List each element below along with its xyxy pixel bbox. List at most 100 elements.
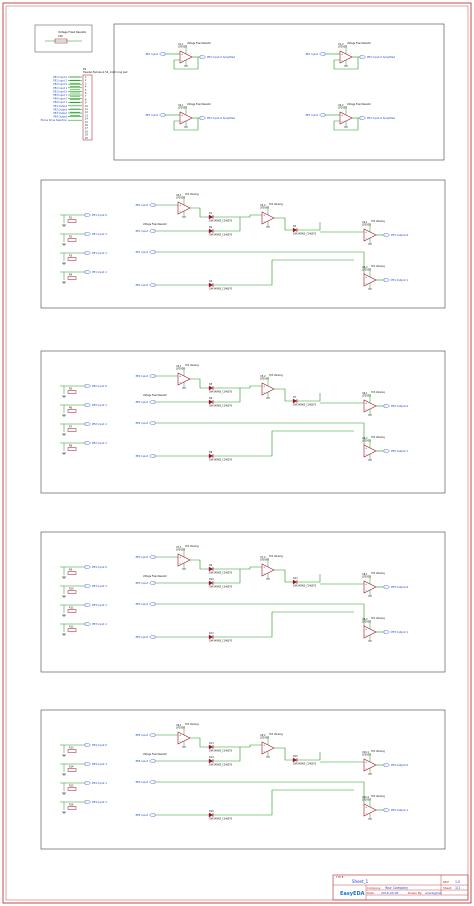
stage1-input-label-flag bbox=[149, 203, 156, 207]
diode-ref: D6 bbox=[209, 397, 213, 400]
opamp-supply-label: 3V3 Vanalog bbox=[371, 572, 385, 575]
date-value: 2016-03-06 bbox=[381, 891, 399, 895]
diode-ref: D14 bbox=[209, 756, 214, 759]
opamp-minus: − bbox=[365, 767, 367, 770]
header-pin-number: 9 bbox=[85, 102, 87, 105]
input-resistor bbox=[67, 238, 77, 242]
diode-symbol bbox=[208, 453, 214, 459]
section-output-0: PE2 Output 0 bbox=[391, 404, 409, 408]
opamp-supply-label: 3V3 Vanalog bbox=[269, 203, 283, 206]
opamp-minus: − bbox=[341, 59, 343, 62]
opamp-ref: U5.2 bbox=[260, 375, 266, 378]
stage1-input-label: PE1 Input bbox=[136, 203, 148, 207]
opamp-minus: − bbox=[263, 220, 265, 223]
lower-input-a-label-flag bbox=[149, 602, 156, 606]
stage1-input-label-flag bbox=[149, 733, 156, 737]
diode2-input-label-flag bbox=[149, 581, 156, 585]
lower-input-b-label: PE4 Input bbox=[136, 813, 148, 817]
easyeda-logo: EasyEDA bbox=[340, 891, 365, 897]
stage1-input-label: PE3 Input bbox=[136, 555, 148, 559]
section-output-1: PE4 Output 1 bbox=[391, 808, 409, 812]
opamp-plus: + bbox=[181, 52, 183, 56]
section-input-label-flag bbox=[84, 251, 91, 255]
opamp-supply-label: Voltage Fixed Resistor bbox=[187, 103, 211, 106]
diode2-input-label: PE3 Input bbox=[136, 581, 148, 585]
header-pin-number: 17 bbox=[85, 127, 88, 130]
header-pin-number: 5 bbox=[85, 89, 87, 92]
opamp-supply-label: 3V3 Vanalog bbox=[185, 193, 199, 196]
diode-symbol bbox=[208, 580, 214, 586]
stage2-diode-out bbox=[297, 752, 321, 761]
diode-ref: D4 bbox=[209, 280, 213, 283]
amp-feedback-wire bbox=[333, 57, 359, 70]
diode-symbol bbox=[208, 399, 214, 405]
diode-part: 1N4148WS_C146873 bbox=[209, 459, 233, 462]
opamp-ref: U3.1 bbox=[176, 194, 182, 197]
opamp-minus: − bbox=[365, 237, 367, 240]
diode-symbol bbox=[292, 398, 298, 404]
section-input-label-flag bbox=[84, 584, 91, 588]
opamp-plus: + bbox=[365, 401, 367, 405]
fixed-resistor-label: Voltage Fixed Resistor bbox=[143, 223, 167, 226]
section-frame-2 bbox=[40, 350, 446, 494]
opamp-minus: − bbox=[365, 634, 367, 637]
header-net-label: PE3 Output bbox=[53, 112, 67, 115]
opamp-ref: U8.1 bbox=[362, 573, 368, 576]
amp-output-label-flag bbox=[359, 55, 366, 59]
input-resistor bbox=[67, 276, 77, 280]
opamp-ref: U10.1 bbox=[362, 751, 370, 754]
opamp-plus: + bbox=[341, 113, 343, 117]
section-output-1: PE3 Output 1 bbox=[391, 630, 409, 634]
diode2-input-label: PE2 Input bbox=[136, 400, 148, 404]
opamp-part: LP2950 bbox=[260, 207, 269, 210]
input-resistor bbox=[67, 749, 77, 753]
amp-block-frame bbox=[113, 23, 445, 161]
company-value: Your Company bbox=[385, 886, 408, 890]
lower-input-a-label-flag bbox=[149, 780, 156, 784]
opamp-minus: − bbox=[179, 381, 181, 384]
opamp-plus: + bbox=[179, 733, 181, 737]
diode-ref: D8 bbox=[209, 451, 213, 454]
opamp-minus: − bbox=[365, 453, 367, 456]
header-net-label: PE2 Input 0 bbox=[53, 83, 67, 86]
amp-output-label: PE1 Input 0 Amplified bbox=[207, 116, 235, 120]
opamp-supply-label: Voltage Fixed Resistor bbox=[347, 103, 371, 106]
stage2-in-wire bbox=[240, 385, 262, 389]
stage2-in-wire bbox=[240, 744, 262, 748]
opamp-plus: + bbox=[179, 374, 181, 378]
section-frame-3 bbox=[40, 531, 446, 673]
diode-merge-wire bbox=[213, 216, 241, 232]
section-input-label-flag bbox=[84, 441, 91, 445]
diode-symbol bbox=[208, 812, 214, 818]
opamp-supply-label: 3V3 Vanalog bbox=[269, 555, 283, 558]
section-input-label-flag bbox=[84, 403, 91, 407]
amp-output-label-flag bbox=[199, 55, 206, 59]
resistor-ref: R3 bbox=[69, 255, 73, 258]
header-pin-number: 8 bbox=[85, 98, 87, 101]
opamp-supply-label: 3V3 Vanalog bbox=[371, 750, 385, 753]
section-input-label: PE2 Input 1 bbox=[92, 403, 107, 407]
opamp-part: LP2950 bbox=[362, 224, 371, 227]
opamp-part: LP2950 bbox=[362, 754, 371, 757]
stage2-diode-out bbox=[297, 574, 321, 583]
diode-merge-wire bbox=[213, 568, 241, 584]
lower-input-b-label-flag bbox=[149, 813, 156, 817]
opamp-part: LP2950 bbox=[362, 440, 371, 443]
amp-input-label-flag bbox=[319, 52, 326, 56]
section-input-label-flag bbox=[84, 800, 91, 804]
opamp-ref: U2.2 bbox=[338, 104, 344, 107]
lower-input-b-label-flag bbox=[149, 454, 156, 458]
header-pin-number: 11 bbox=[85, 108, 88, 111]
diode-ref: D9 bbox=[209, 564, 213, 567]
opamp-plus: + bbox=[365, 760, 367, 764]
input-resistor bbox=[67, 628, 77, 632]
opamp-plus: + bbox=[365, 275, 367, 279]
input-resistor bbox=[67, 787, 77, 791]
diode-part: 1N4148WS_C146873 bbox=[209, 750, 233, 753]
amp-feedback-wire bbox=[173, 57, 199, 70]
lower-input-b-label-flag bbox=[149, 283, 156, 287]
diode2-input-label-flag bbox=[149, 759, 156, 763]
diode-ref: D3 bbox=[293, 225, 297, 228]
